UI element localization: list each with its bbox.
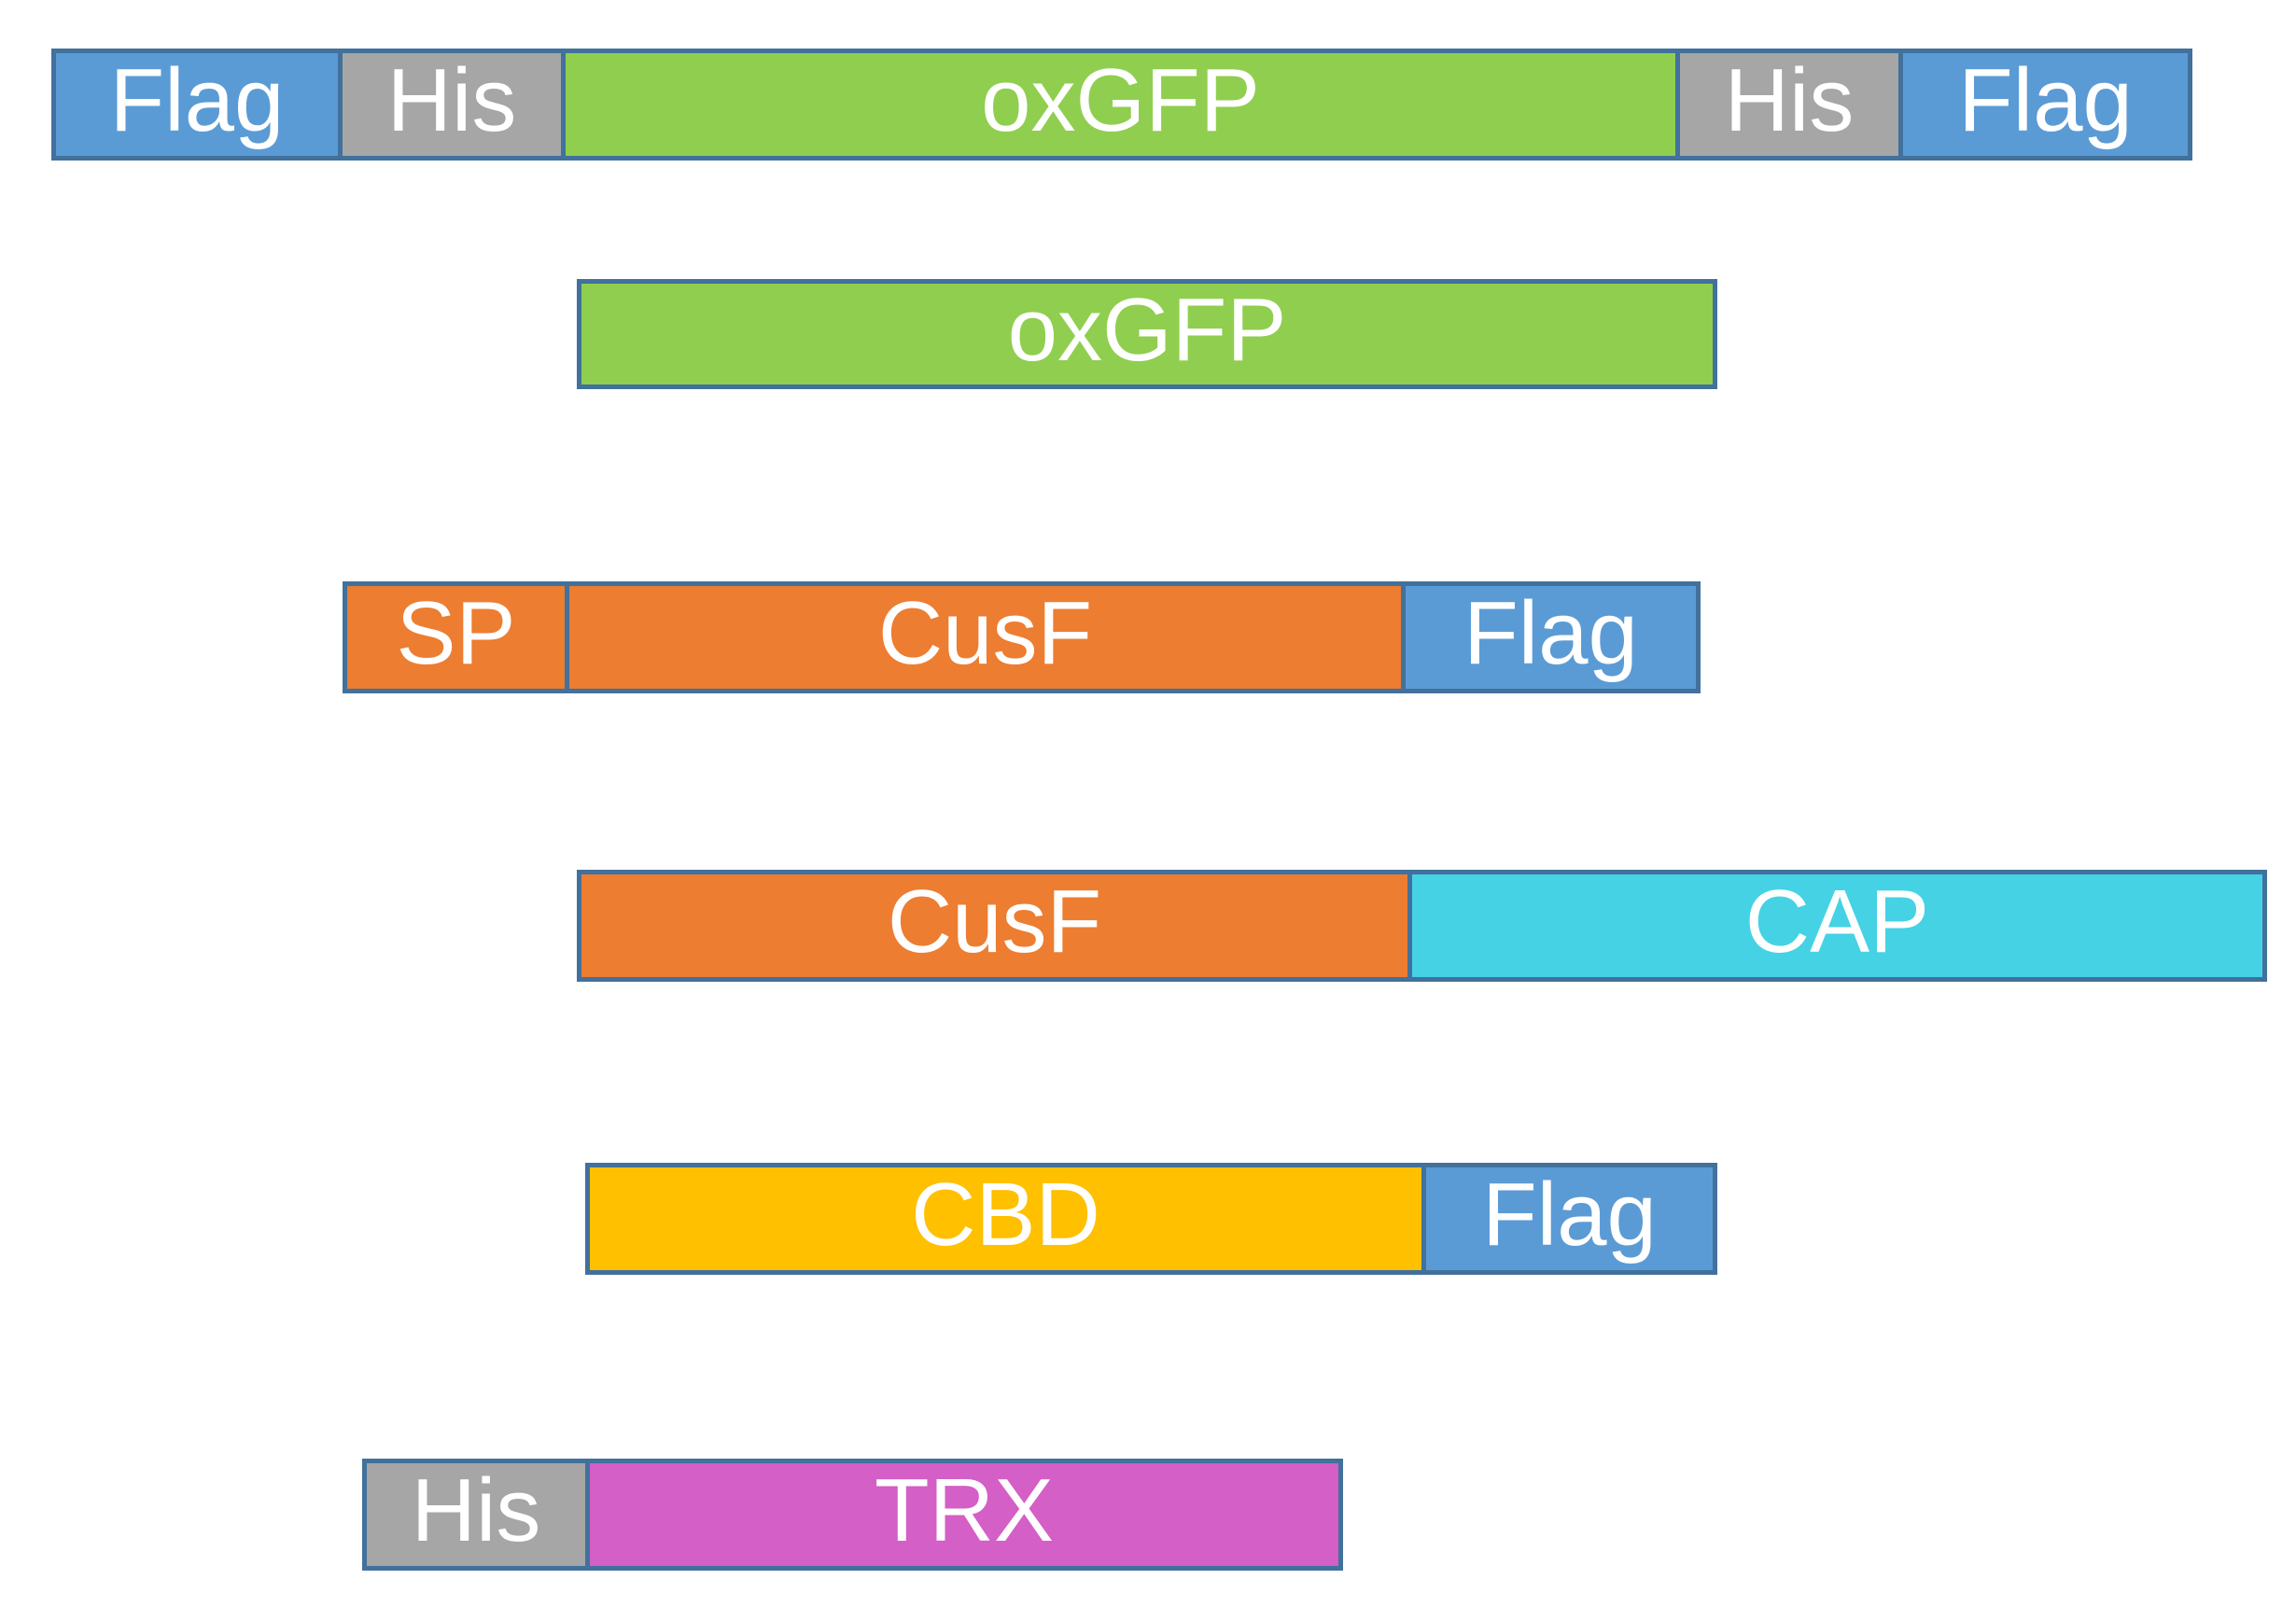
segment-trx: TRX [585, 1459, 1343, 1571]
segment-label: Flag [109, 50, 285, 150]
segment-his: His [362, 1459, 590, 1571]
segment-sp: SP [343, 581, 569, 693]
segment-cap: CAP [1407, 870, 2267, 982]
segment-label: oxGFP [981, 50, 1260, 150]
segment-label: SP [396, 583, 516, 683]
segment-flag: Flag [51, 49, 343, 161]
segment-cusf: CusF [577, 870, 1412, 982]
segment-label: CusF [887, 872, 1102, 971]
construct-row-4: CusF CAP [577, 870, 2267, 982]
segment-label: His [1724, 50, 1855, 150]
construct-row-3: SP CusF Flag [343, 581, 1701, 693]
segment-label: Flag [1958, 50, 2133, 150]
segment-his: His [338, 49, 566, 161]
segment-his: His [1675, 49, 1903, 161]
segment-flag: Flag [1421, 1163, 1717, 1275]
segment-label: Flag [1463, 583, 1638, 683]
segment-label: CBD [911, 1165, 1100, 1265]
segment-flag: Flag [1401, 581, 1701, 693]
construct-row-5: CBD Flag [585, 1163, 1717, 1275]
construct-row-6: His TRX [362, 1459, 1343, 1571]
construct-row-1: Flag His oxGFP His Flag [51, 49, 2192, 161]
segment-label: Flag [1482, 1165, 1657, 1265]
segment-cbd: CBD [585, 1163, 1426, 1275]
segment-label: His [411, 1460, 541, 1560]
segment-label: oxGFP [1007, 280, 1287, 380]
segment-cusf: CusF [565, 581, 1406, 693]
segment-oxgfp: oxGFP [561, 49, 1680, 161]
segment-flag: Flag [1898, 49, 2192, 161]
construct-row-2: oxGFP [577, 279, 1717, 389]
segment-label: TRX [875, 1460, 1054, 1560]
segment-label: CAP [1744, 872, 1930, 971]
segment-label: CusF [877, 583, 1093, 683]
segment-label: His [386, 50, 517, 150]
segment-oxgfp: oxGFP [577, 279, 1717, 389]
